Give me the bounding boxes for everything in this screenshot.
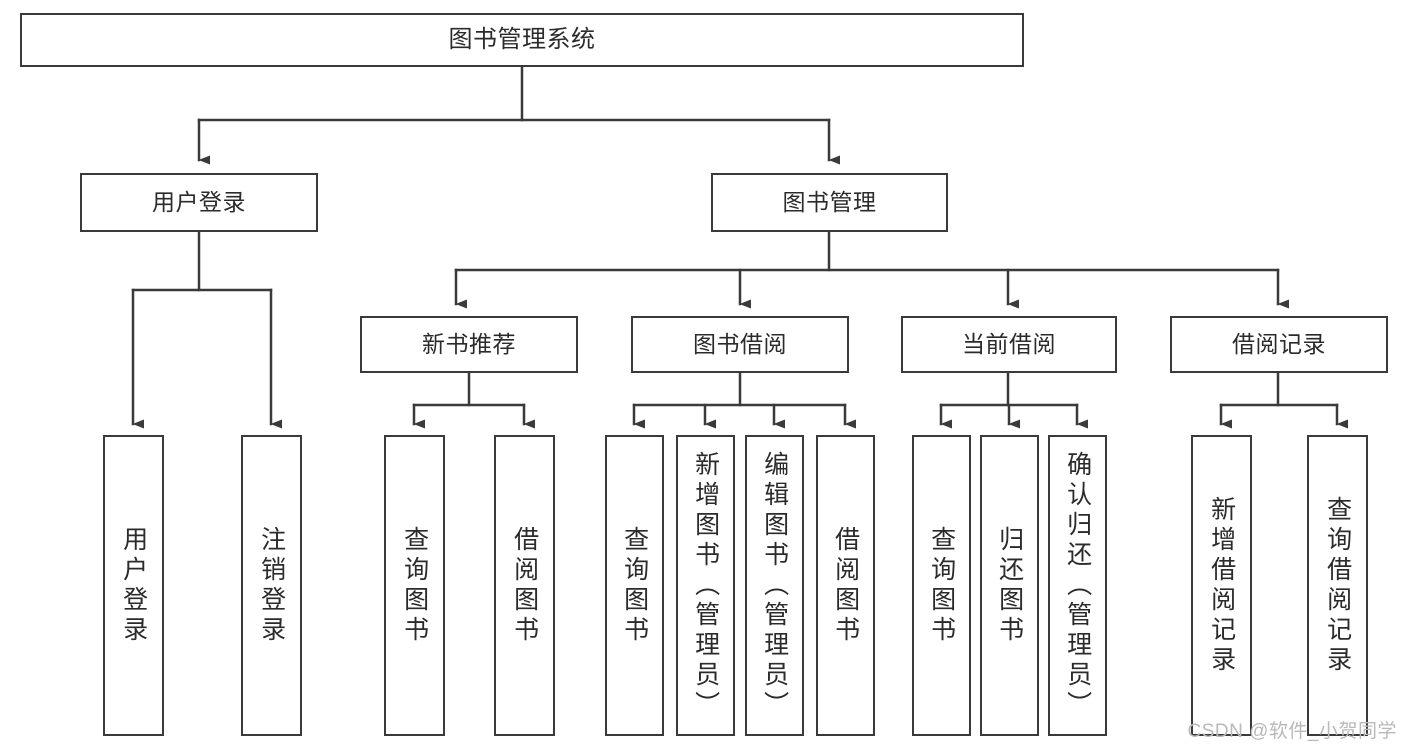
leaf-query-book-3-label: 查询图书 bbox=[927, 525, 956, 646]
node-book-borrow[interactable]: 图书借阅 bbox=[631, 316, 849, 373]
watermark-text: CSDN @软件_小贺同学 bbox=[1187, 721, 1397, 742]
leaf-confirm-return-label: 确认归还（管理员） bbox=[1063, 450, 1092, 721]
leaf-return-book-label: 归还图书 bbox=[995, 525, 1024, 646]
node-user-login-label: 用户登录 bbox=[152, 189, 246, 215]
node-current-borrow[interactable]: 当前借阅 bbox=[901, 316, 1117, 373]
leaf-add-book[interactable]: 新增图书（管理员） bbox=[676, 435, 735, 736]
leaf-query-book-1[interactable]: 查询图书 bbox=[384, 435, 445, 736]
leaf-user-login[interactable]: 用户登录 bbox=[103, 435, 164, 736]
node-new-book-recommend[interactable]: 新书推荐 bbox=[360, 316, 578, 373]
leaf-logout-label: 注销登录 bbox=[257, 525, 286, 646]
leaf-edit-book[interactable]: 编辑图书（管理员） bbox=[745, 435, 804, 736]
node-book-management-label: 图书管理 bbox=[782, 189, 877, 215]
node-borrow-record[interactable]: 借阅记录 bbox=[1170, 316, 1388, 373]
leaf-borrow-book-1[interactable]: 借阅图书 bbox=[494, 435, 555, 736]
leaf-query-book-2-label: 查询图书 bbox=[620, 525, 649, 646]
node-borrow-record-label: 借阅记录 bbox=[1232, 331, 1326, 357]
node-new-book-recommend-label: 新书推荐 bbox=[422, 331, 516, 357]
node-root-system[interactable]: 图书管理系统 bbox=[20, 13, 1024, 67]
node-book-borrow-label: 图书借阅 bbox=[693, 331, 787, 357]
node-book-management[interactable]: 图书管理 bbox=[711, 173, 948, 232]
leaf-borrow-book-1-label: 借阅图书 bbox=[510, 525, 539, 646]
leaf-query-record[interactable]: 查询借阅记录 bbox=[1307, 435, 1368, 736]
leaf-edit-book-label: 编辑图书（管理员） bbox=[760, 450, 789, 721]
leaf-add-record[interactable]: 新增借阅记录 bbox=[1191, 435, 1252, 736]
leaf-borrow-book-2-label: 借阅图书 bbox=[831, 525, 860, 646]
leaf-confirm-return[interactable]: 确认归还（管理员） bbox=[1048, 435, 1107, 736]
leaf-query-record-label: 查询借阅记录 bbox=[1323, 495, 1352, 676]
node-user-login[interactable]: 用户登录 bbox=[80, 173, 318, 232]
leaf-return-book[interactable]: 归还图书 bbox=[980, 435, 1039, 736]
leaf-query-book-2[interactable]: 查询图书 bbox=[605, 435, 664, 736]
leaf-borrow-book-2[interactable]: 借阅图书 bbox=[816, 435, 875, 736]
leaf-add-record-label: 新增借阅记录 bbox=[1207, 495, 1236, 676]
leaf-add-book-label: 新增图书（管理员） bbox=[691, 450, 720, 721]
node-root-system-label: 图书管理系统 bbox=[448, 26, 596, 53]
node-current-borrow-label: 当前借阅 bbox=[962, 331, 1056, 357]
leaf-user-login-label: 用户登录 bbox=[119, 525, 148, 646]
leaf-logout[interactable]: 注销登录 bbox=[241, 435, 302, 736]
leaf-query-book-3[interactable]: 查询图书 bbox=[912, 435, 971, 736]
leaf-query-book-1-label: 查询图书 bbox=[400, 525, 429, 646]
